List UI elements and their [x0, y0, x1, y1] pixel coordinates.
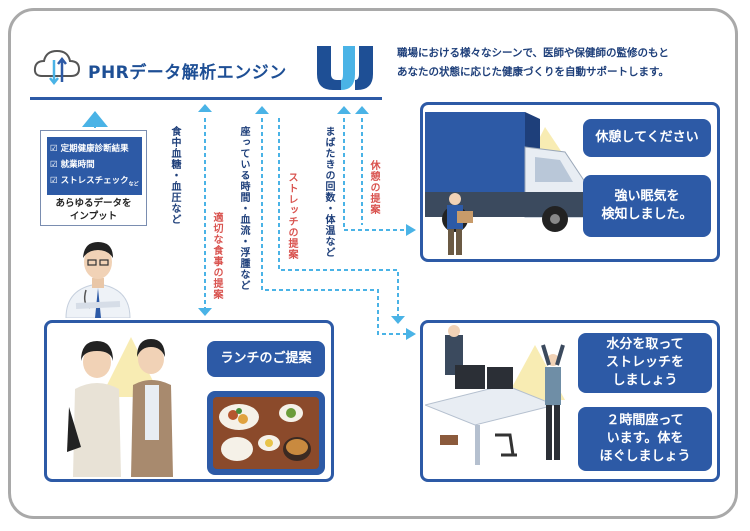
input-caption-line-1: あらゆるデータを: [55, 198, 132, 209]
bubble-text: 強い眠気を: [614, 189, 680, 204]
doctor-illustration: [65, 242, 131, 318]
check-icon: ☑: [50, 144, 58, 154]
description: 職場における様々なシーンで、医師や保健師の監修のもと あなたの状態に応じた健康づ…: [397, 44, 727, 82]
speech-bubble: 水分を取って ストレッチを しましょう: [578, 333, 712, 393]
bubble-text: 検知しました。: [601, 207, 693, 222]
input-item-label: 就業時間: [60, 160, 95, 170]
input-data-list: ☑ 定期健康診断結果 ☑ 就業時間 ☑ ストレスチェックなど: [47, 137, 142, 195]
cloud-sync-icon: [33, 49, 81, 86]
input-caption: あらゆるデータを インプット: [41, 197, 146, 223]
lunch-tray-frame: [207, 391, 325, 475]
truck-scene-panel: 休憩してください 強い眠気を 検知しました。: [420, 102, 720, 262]
uj-logo: [315, 44, 377, 92]
speech-bubble: ２時間座って います。体を ほぐしましょう: [578, 407, 712, 471]
bubble-text: ほぐしましょう: [599, 449, 691, 464]
input-item-label: 定期健康診断結果: [60, 144, 129, 154]
description-line-2: あなたの状態に応じた健康づくりを自動サポートします。: [397, 66, 669, 78]
check-icon: ☑: [50, 160, 58, 170]
speech-bubble: ランチのご提案: [207, 341, 325, 377]
label-meal-suggestion: 適切な食事の提案: [211, 212, 222, 300]
bubble-text: 休憩してください: [595, 130, 699, 145]
bubble-text: 水分を取って: [606, 337, 684, 352]
office-illustration: [425, 325, 565, 465]
office-scene-panel: 水分を取って ストレッチを しましょう ２時間座って います。体を ほぐしましょ…: [420, 320, 720, 482]
speech-bubble: 強い眠気を 検知しました。: [583, 175, 711, 237]
speech-bubble: 休憩してください: [583, 119, 711, 157]
bubble-text: ストレッチを: [605, 355, 684, 370]
label-stretch-suggestion: ストレッチの提案: [286, 172, 297, 260]
truck-illustration: [425, 112, 586, 255]
input-item-label: ストレスチェック: [60, 176, 129, 186]
label-blink-data: まばたきの回数・体温など: [323, 126, 334, 258]
bubble-text: います。体を: [606, 431, 684, 446]
lunch-tray-illustration: [213, 397, 319, 469]
label-food-data: 食中血糖・血圧など: [169, 126, 180, 225]
bubble-text: しましょう: [612, 373, 678, 388]
page-title: PHRデータ解析エンジン: [88, 63, 287, 83]
input-item: ☑ ストレスチェックなど: [50, 173, 139, 193]
lunch-scene-panel: ランチのご提案: [44, 320, 334, 482]
bubble-text: ２時間座って: [606, 413, 684, 428]
input-caption-line-2: インプット: [69, 211, 118, 222]
bubble-text: ランチのご提案: [220, 351, 312, 366]
description-line-1: 職場における様々なシーンで、医師や保健師の監修のもと: [397, 47, 669, 59]
label-rest-suggestion: 休憩の提案: [368, 160, 379, 215]
input-data-box: ☑ 定期健康診断結果 ☑ 就業時間 ☑ ストレスチェックなど あらゆるデータを …: [40, 130, 147, 226]
label-sitting-data: 座っている時間・血流・浮腫など: [238, 126, 249, 291]
input-item: ☑ 定期健康診断結果: [50, 141, 139, 157]
title-underline: [30, 97, 382, 100]
input-etc: など: [128, 181, 139, 188]
input-item: ☑ 就業時間: [50, 157, 139, 173]
couple-illustration: [67, 337, 173, 477]
check-icon: ☑: [50, 176, 58, 186]
